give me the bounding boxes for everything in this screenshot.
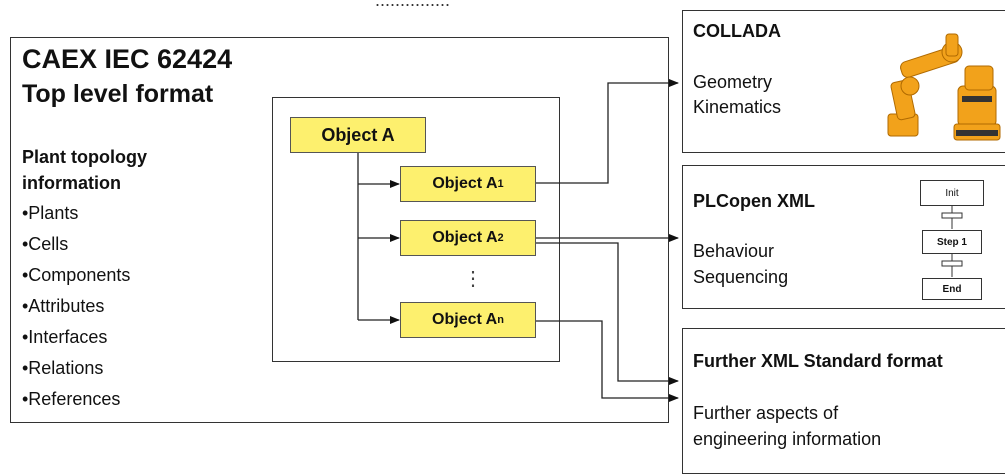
collada-line1: Geometry — [693, 72, 773, 92]
object-a2-label: Object A — [432, 229, 498, 246]
a2-to-further-arrow — [536, 242, 679, 385]
an-to-further-arrow — [536, 320, 679, 402]
topology-heading-line1: Plant topology — [22, 147, 147, 167]
plcopen-line2: Sequencing — [693, 267, 789, 287]
topology-heading-line2: information — [22, 173, 121, 193]
a1-to-collada-arrow — [536, 79, 679, 184]
vertical-ellipsis: ⋮ — [463, 268, 483, 290]
sfc-end-step: End — [922, 278, 982, 300]
object-a: Object A — [290, 117, 426, 153]
sfc-init-label: Init — [945, 187, 959, 199]
object-a-label: Object A — [321, 124, 395, 145]
object-a1-label: Object A — [432, 175, 498, 192]
caex-subtitle: Top level format — [22, 80, 214, 108]
bullet-attributes: •Attributes — [22, 296, 105, 316]
bullet-plants: •Plants — [22, 203, 79, 223]
sfc-step1-step: Step 1 — [922, 230, 982, 254]
further-title: Further XML Standard format — [693, 351, 943, 371]
further-xml-box — [682, 328, 1005, 474]
plcopen-line1: Behaviour — [693, 241, 775, 261]
bullet-interfaces: •Interfaces — [22, 327, 108, 347]
bullet-references: •References — [22, 389, 121, 409]
robot-arm-icon — [887, 33, 1001, 141]
sfc-init-step: Init — [920, 180, 984, 206]
further-line1: Further aspects of — [693, 403, 839, 423]
cropped-title: ............... — [375, 0, 451, 10]
object-a2-subscript: 2 — [497, 232, 504, 244]
object-an-label: Object A — [432, 311, 498, 328]
further-line2: engineering information — [693, 429, 882, 449]
caex-title: CAEX IEC 62424 — [22, 44, 233, 74]
bullet-relations: •Relations — [22, 358, 104, 378]
bullet-cells: •Cells — [22, 234, 69, 254]
collada-title: COLLADA — [693, 21, 781, 41]
sfc-step1-label: Step 1 — [936, 236, 967, 248]
sfc-connector-icon — [941, 203, 963, 277]
plcopen-title: PLCopen XML — [693, 191, 815, 211]
bullet-components: •Components — [22, 265, 131, 285]
sfc-end-label: End — [942, 283, 962, 295]
object-an-subscript: n — [497, 314, 504, 326]
connector-lines — [357, 79, 679, 402]
object-a1-subscript: 1 — [497, 178, 504, 190]
collada-line2: Kinematics — [693, 97, 782, 117]
